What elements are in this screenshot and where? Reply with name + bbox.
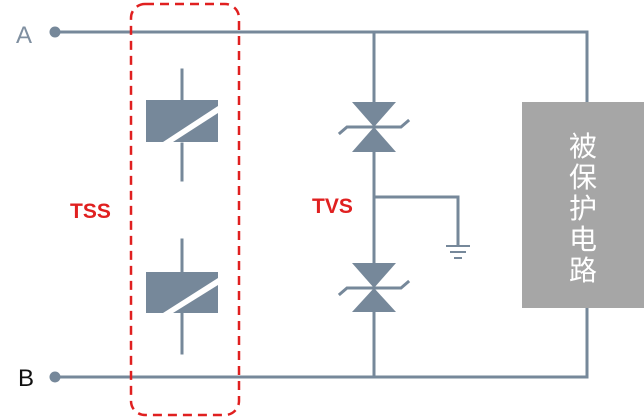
protected-circuit-char-2: 保 <box>569 161 597 194</box>
protected-circuit-char-5: 路 <box>569 254 597 287</box>
terminal-a-node[interactable] <box>49 26 61 38</box>
protected-circuit-char-3: 护 <box>569 192 597 225</box>
terminal-b-label: B <box>18 365 34 392</box>
tss-lower-device <box>146 238 218 355</box>
terminal-b-node[interactable] <box>49 371 61 383</box>
protected-circuit-block: 被 保 护 电 路 <box>522 102 644 308</box>
tvs-upper-icon <box>352 102 396 127</box>
ground-icon <box>446 245 470 259</box>
tss-upper-device <box>146 68 218 182</box>
ground-branch <box>372 195 470 259</box>
terminal-a-label: A <box>16 22 32 49</box>
protected-circuit-char-1: 被 <box>569 130 597 163</box>
protected-circuit-box <box>522 102 644 308</box>
tss-lower-icon <box>146 272 218 313</box>
tvs-lower-device <box>337 263 411 312</box>
tss-label: TSS <box>70 200 111 223</box>
tss-highlight-box <box>129 2 241 417</box>
wiring <box>53 30 589 379</box>
tvs-upper-device <box>337 102 411 152</box>
tvs-lower-icon <box>352 263 396 288</box>
tss-upper-icon <box>146 100 218 142</box>
tvs-label: TVS <box>312 195 353 218</box>
protected-circuit-char-4: 电 <box>569 223 597 256</box>
